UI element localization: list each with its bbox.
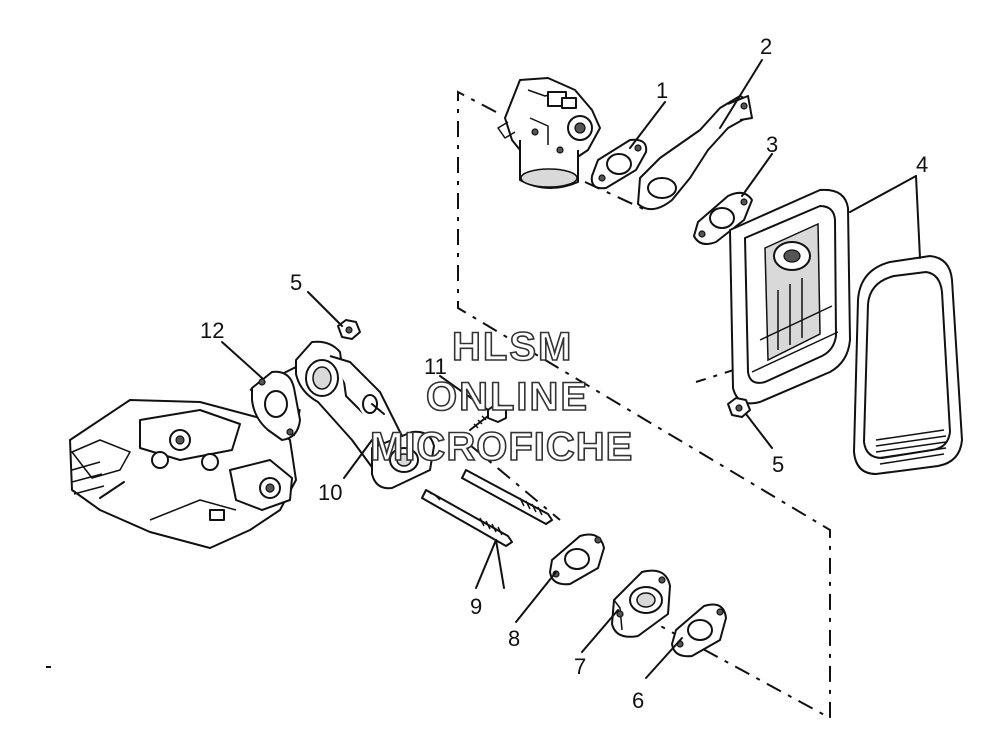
studs-9 (421, 469, 553, 547)
leader-9a (475, 539, 497, 589)
spacer-7 (611, 569, 671, 638)
watermark-line-2: ONLINE (426, 375, 589, 419)
gasket-6 (671, 603, 727, 658)
callout-12: 12 (200, 318, 224, 343)
bolt-11 (469, 403, 507, 431)
leader-3 (741, 153, 773, 197)
nut-5-right (727, 397, 751, 418)
callout-7: 7 (574, 654, 586, 679)
callout-11: 11 (424, 354, 447, 379)
leader-lines (221, 59, 921, 679)
watermark-line-3: MICROFICHE (370, 425, 633, 469)
gasket-12 (251, 370, 301, 441)
callout-2: 2 (760, 34, 772, 59)
carburetor (497, 77, 601, 189)
callout-5-left: 5 (290, 270, 302, 295)
bracket-2 (637, 95, 753, 211)
leader-1 (629, 101, 666, 149)
leader-12 (221, 341, 263, 379)
leader-9b (495, 539, 505, 589)
callout-6: 6 (632, 688, 644, 713)
leader-8 (515, 571, 557, 623)
callout-9: 9 (470, 594, 482, 619)
leader-11 (439, 375, 489, 411)
leader-5-right (745, 413, 773, 449)
nut-5-left (337, 319, 361, 340)
leader-10 (343, 439, 373, 479)
watermark-line-1: HLSM (452, 325, 573, 369)
air-filter-cover (853, 255, 963, 475)
leader-5-left (307, 291, 343, 327)
callout-3: 3 (766, 132, 778, 157)
air-cleaner-base-4 (729, 188, 851, 405)
gasket-1 (590, 138, 648, 190)
callout-1: 1 (656, 78, 668, 103)
gasket-3 (693, 191, 753, 245)
callout-5-right: 5 (772, 452, 784, 477)
leader-6 (645, 637, 683, 679)
leader-4a (849, 175, 917, 213)
callout-10: 10 (318, 480, 342, 505)
corner-mark (46, 666, 51, 668)
leader-2 (719, 59, 763, 129)
watermark: HLSM ONLINE MICROFICHE (369, 324, 633, 470)
cylinder-head (69, 399, 301, 549)
gasket-8 (549, 533, 605, 586)
intake-manifold-10 (295, 340, 435, 490)
leader-7 (581, 609, 619, 653)
callout-8: 8 (508, 626, 520, 651)
leader-4b (915, 175, 921, 259)
filter-ribs (875, 429, 947, 465)
callout-numbers: 1 2 3 4 5 5 6 7 8 9 10 11 12 (200, 34, 928, 713)
callout-4: 4 (916, 152, 928, 177)
